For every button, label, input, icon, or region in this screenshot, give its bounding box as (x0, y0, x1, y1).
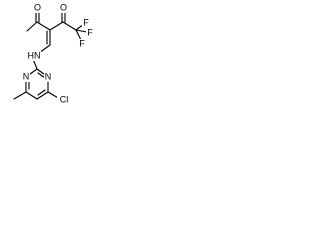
chlorine-label: Cl (60, 94, 69, 104)
oxygen-right-label: O (60, 2, 67, 12)
bond-ring-c5-c6 (25, 91, 38, 100)
amine-bg (27, 51, 41, 61)
ring-nitrogen-lower-bg (22, 72, 30, 82)
structure-svg: O O F F F HN N N Cl (13, 2, 94, 105)
bond-ring-inner-2 (37, 89, 46, 96)
oxygen-left-label: O (34, 2, 41, 12)
bond-ring-methyl (13, 91, 27, 100)
ring-nitrogen-upper-bg (44, 72, 52, 82)
fluorine-right-label: F (87, 27, 93, 37)
bond-central-right-acyl (49, 21, 64, 31)
fluorine-top-bg (82, 18, 90, 28)
oxygen-left-bg (33, 3, 42, 13)
bond-left-methyl (26, 21, 38, 32)
fluorine-bottom-bg (78, 39, 86, 49)
ring-nitrogen-upper-label: N (45, 71, 52, 81)
fluorine-right-bg (86, 28, 94, 38)
chlorine-bg (57, 95, 71, 105)
bond-cf3-f-right (75, 29, 88, 33)
bond-ring-c4-c5 (36, 91, 49, 100)
ring-nitrogen-lower-label: N (23, 71, 30, 81)
fluorine-top-label: F (83, 17, 89, 27)
molecule-structure: O O F F F HN N N Cl (0, 0, 112, 131)
fluorine-bottom-label: F (79, 38, 85, 48)
amine-label: HN (28, 50, 41, 60)
atom-labels: O O F F F HN N N Cl (22, 2, 94, 105)
bond-acyl-cf3 (62, 21, 77, 31)
bond-cf3-f-bottom (75, 29, 82, 41)
bond-left-acyl-central (36, 21, 51, 31)
bonds (13, 8, 88, 100)
bond-ring-inner-1 (37, 72, 46, 79)
oxygen-right-bg (59, 3, 68, 13)
